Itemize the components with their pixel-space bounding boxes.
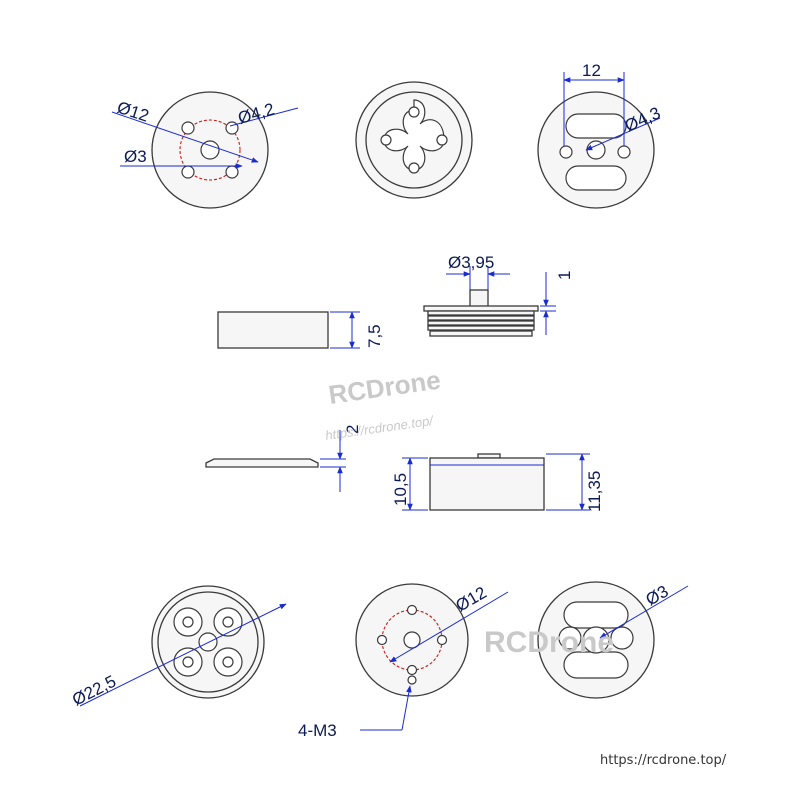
dim-side-block-height: 7,5 xyxy=(365,324,384,348)
view-side-block: 7,5 xyxy=(217,311,384,349)
dim-top-left-hole: Ø3 xyxy=(124,147,147,166)
view-bottom-left: Ø22,5 xyxy=(69,585,287,710)
dim-bottom-left-dia: Ø22,5 xyxy=(69,672,119,710)
label-bottom-middle-holes: 4-M3 xyxy=(298,721,337,740)
dim-side-cap-outer: 11,35 xyxy=(585,471,604,512)
view-top-left: Ø12 Ø4,2 Ø3 xyxy=(111,91,299,209)
dim-top-left-outer: Ø12 xyxy=(115,98,151,126)
dim-side-thread-height: 1 xyxy=(555,271,574,280)
view-bottom-middle: Ø12 4-M3 xyxy=(298,583,509,740)
dim-side-thread-shaft: Ø3,95 xyxy=(448,253,494,272)
view-top-right: 12 Ø4,3 xyxy=(537,61,663,209)
watermark-brand: RCDrone xyxy=(327,365,443,410)
dim-side-cap-inner: 10,5 xyxy=(391,473,410,506)
dim-bottom-middle-dia: Ø12 xyxy=(453,583,490,616)
view-side-cap: 10,5 11,35 xyxy=(391,453,604,512)
dim-bottom-right-dia: Ø3 xyxy=(643,582,672,610)
view-side-thread: Ø3,95 1 xyxy=(423,253,574,337)
dim-side-thin-height: 2 xyxy=(343,425,362,434)
view-side-thin: 2 xyxy=(205,425,362,492)
dim-top-right-spacing: 12 xyxy=(582,61,601,80)
watermark-brand-lower: RCDrone xyxy=(484,626,614,659)
footer-url: https://rcdrone.top/ xyxy=(600,753,727,768)
watermark-url: https://rcdrone.top/ xyxy=(324,413,435,443)
view-top-middle xyxy=(355,81,473,199)
view-bottom-right: Ø3 xyxy=(537,581,689,699)
